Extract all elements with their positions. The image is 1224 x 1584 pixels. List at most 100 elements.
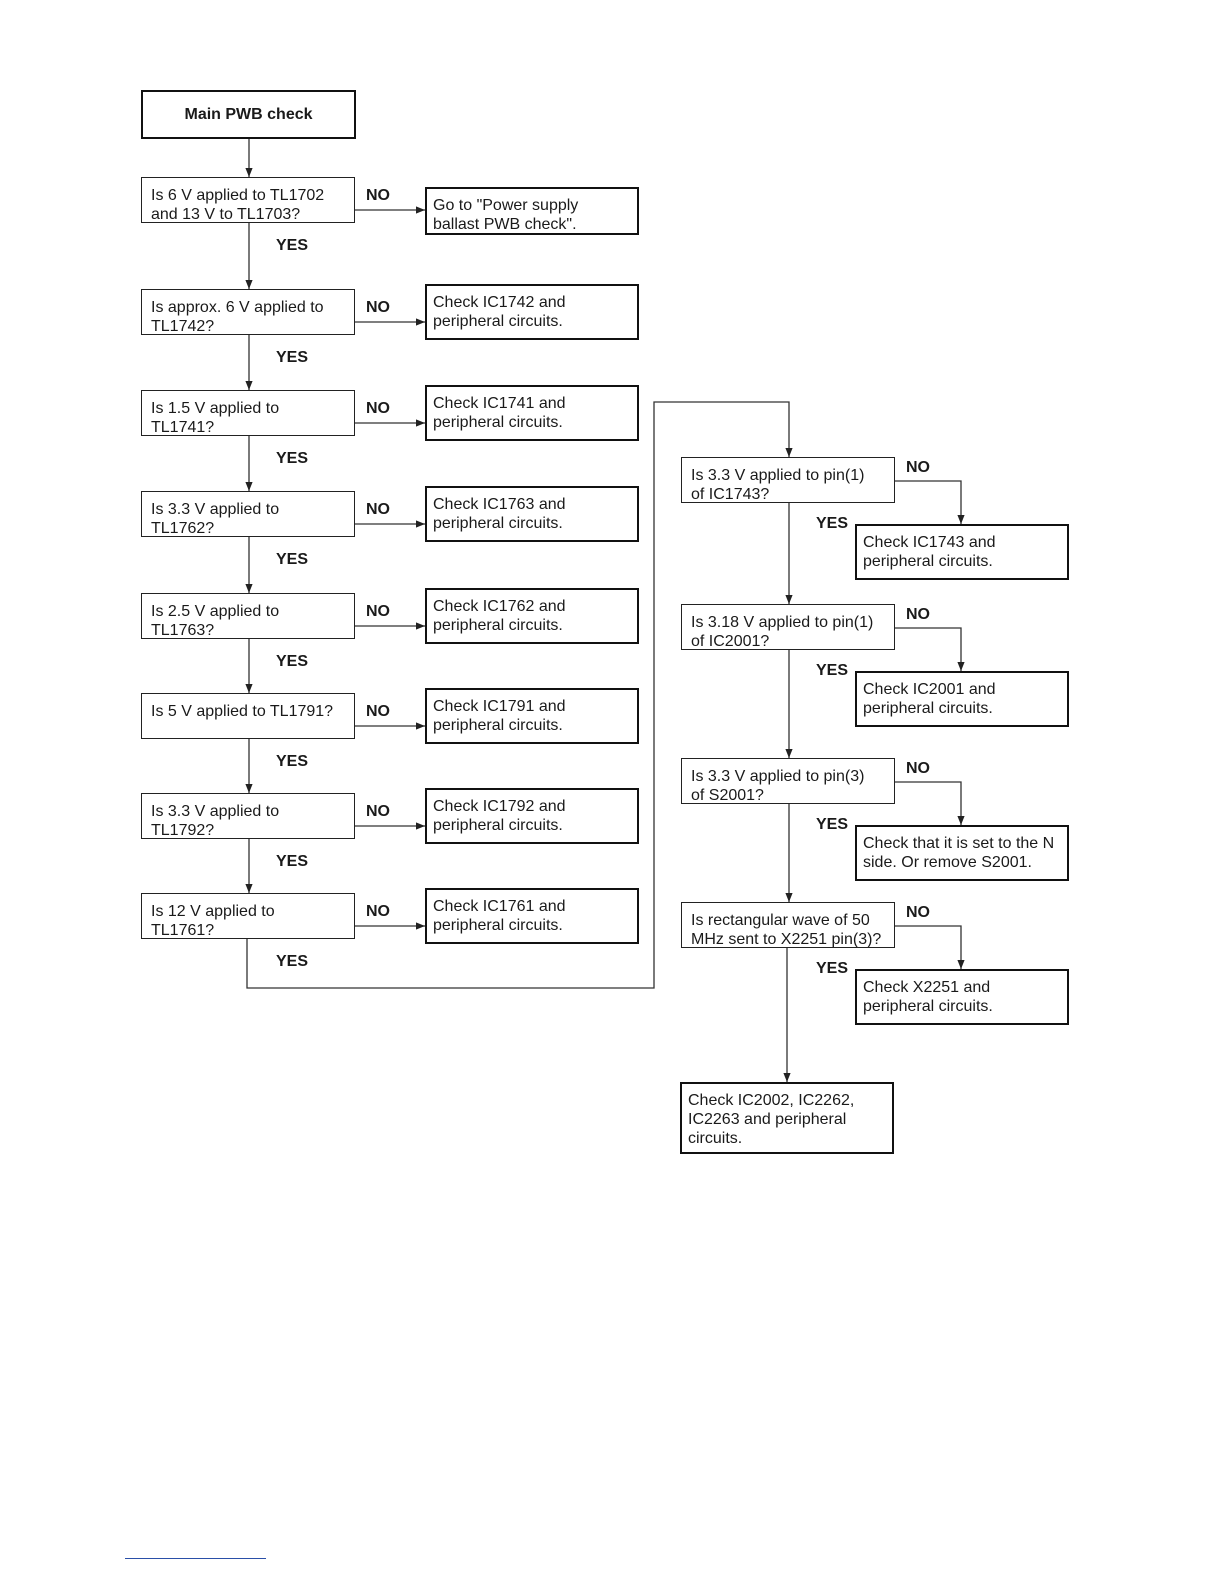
yes-label-left-6: YES	[276, 753, 309, 770]
right-question-4-line: Is rectangular wave of 50	[691, 912, 870, 929]
right-action-4: Check X2251 and peripheral circuits.	[855, 969, 1069, 1025]
no-arrow-right-3	[895, 781, 965, 825]
left-action-7: Check IC1792 and peripheral circuits.	[425, 788, 639, 844]
yes-label-right-2: YES	[816, 662, 849, 679]
no-label-left-5: NO	[366, 603, 390, 620]
no-label-left-6: NO	[366, 703, 390, 720]
left-question-5: Is 2.5 V applied to TL1763?	[141, 593, 355, 639]
left-question-7-line: TL1792?	[151, 822, 215, 839]
right-action-4-line: peripheral circuits.	[863, 998, 993, 1015]
yes-label-left-3: YES	[276, 450, 309, 467]
left-question-3-line: Is 1.5 V applied to	[151, 400, 280, 417]
final-action-line: circuits.	[688, 1130, 743, 1147]
yes-label-left-5: YES	[276, 653, 309, 670]
left-action-7-line: Check IC1792 and	[433, 798, 566, 815]
yes-label-left-8: YES	[276, 953, 309, 970]
left-question-8: Is 12 V applied to TL1761?	[141, 893, 355, 939]
yes-label-left-4: YES	[276, 551, 309, 568]
left-question-2-line: TL1742?	[151, 318, 215, 335]
connector-left-to-right	[246, 401, 793, 989]
no-label-right-4: NO	[906, 904, 930, 921]
left-action-6-line: Check IC1791 and	[433, 698, 566, 715]
right-question-4: Is rectangular wave of 50 MHz sent to X22…	[681, 902, 895, 948]
left-question-1: Is 6 V applied to TL1702 and 13 V to TL17…	[141, 177, 355, 223]
left-question-7-line: Is 3.3 V applied to	[151, 803, 280, 820]
yes-label-left-2: YES	[276, 349, 309, 366]
left-question-5-line: Is 2.5 V applied to	[151, 603, 280, 620]
no-label-left-8: NO	[366, 903, 390, 920]
left-action-2: Check IC1742 and peripheral circuits.	[425, 284, 639, 340]
right-question-3-line: Is 3.3 V applied to pin(3)	[691, 768, 865, 785]
left-question-3: Is 1.5 V applied to TL1741?	[141, 390, 355, 436]
right-question-2-line: of IC2001?	[691, 633, 770, 650]
right-question-3-line: of S2001?	[691, 787, 764, 804]
left-action-7-line: peripheral circuits.	[433, 817, 563, 834]
left-action-2-line: peripheral circuits.	[433, 313, 563, 330]
left-action-4-line: Check IC1763 and	[433, 496, 566, 513]
final-action-line: IC2263 and peripheral	[688, 1111, 847, 1128]
no-label-left-4: NO	[366, 501, 390, 518]
left-action-2-line: Check IC1742 and	[433, 294, 566, 311]
left-question-5-line: TL1763?	[151, 622, 215, 639]
final-action-line: Check IC2002, IC2262,	[688, 1092, 855, 1109]
no-arrow-right-4	[895, 925, 965, 969]
no-arrow-right-1	[895, 480, 965, 524]
no-label-left-3: NO	[366, 400, 390, 417]
right-action-4-line: Check X2251 and	[863, 979, 991, 996]
right-question-3: Is 3.3 V applied to pin(3) of S2001?	[681, 758, 895, 804]
no-label-left-7: NO	[366, 803, 390, 820]
right-action-2-line: peripheral circuits.	[863, 700, 993, 717]
yes-label-left-1: YES	[276, 237, 309, 254]
left-action-5-line: Check IC1762 and	[433, 598, 566, 615]
left-question-4: Is 3.3 V applied to TL1762?	[141, 491, 355, 537]
left-action-4-line: peripheral circuits.	[433, 515, 563, 532]
right-question-1-line: Is 3.3 V applied to pin(1)	[691, 467, 865, 484]
no-label-left-1: NO	[366, 187, 390, 204]
left-action-1: Go to "Power supply ballast PWB check".	[425, 187, 639, 235]
yes-label-left-7: YES	[276, 853, 309, 870]
left-question-2: Is approx. 6 V applied to TL1742?	[141, 289, 355, 335]
left-question-8-line: TL1761?	[151, 922, 215, 939]
left-action-3: Check IC1741 and peripheral circuits.	[425, 385, 639, 441]
start-box: Main PWB check	[141, 90, 356, 139]
yes-label-right-4: YES	[816, 960, 849, 977]
left-action-6-line: peripheral circuits.	[433, 717, 563, 734]
right-question-1-line: of IC1743?	[691, 486, 770, 503]
left-action-8: Check IC1761 and peripheral circuits.	[425, 888, 639, 944]
left-action-3-line: peripheral circuits.	[433, 414, 563, 431]
footer-rule	[125, 1558, 266, 1559]
no-label-right-3: NO	[906, 760, 930, 777]
final-action: Check IC2002, IC2262, IC2263 and peripher…	[680, 1082, 894, 1154]
no-label-right-2: NO	[906, 606, 930, 623]
right-action-3-line: Check that it is set to the N	[863, 835, 1055, 852]
left-action-5-line: peripheral circuits.	[433, 617, 563, 634]
left-action-5: Check IC1762 and peripheral circuits.	[425, 588, 639, 644]
left-action-8-line: Check IC1761 and	[433, 898, 566, 915]
yes-label-right-1: YES	[816, 515, 849, 532]
right-question-1: Is 3.3 V applied to pin(1) of IC1743?	[681, 457, 895, 503]
left-action-8-line: peripheral circuits.	[433, 917, 563, 934]
left-action-3-line: Check IC1741 and	[433, 395, 566, 412]
yes-label-right-3: YES	[816, 816, 849, 833]
right-question-4-line: MHz sent to X2251 pin(3)?	[691, 931, 882, 948]
no-arrow-right-2	[895, 627, 965, 671]
left-question-4-line: TL1762?	[151, 520, 215, 537]
left-action-1-line: Go to "Power supply	[433, 197, 579, 214]
right-question-2: Is 3.18 V applied to pin(1)of IC2001?	[681, 604, 895, 650]
left-question-8-line: Is 12 V applied to	[151, 903, 275, 920]
right-action-1-line: peripheral circuits.	[863, 553, 993, 570]
left-action-4: Check IC1763 and peripheral circuits.	[425, 486, 639, 542]
left-question-6-line: Is 5 V applied to TL1791?	[151, 703, 334, 720]
left-question-2-line: Is approx. 6 V applied to	[151, 299, 324, 316]
left-question-3-line: TL1741?	[151, 419, 215, 436]
left-action-1-line: ballast PWB check".	[433, 216, 577, 233]
left-question-7: Is 3.3 V applied to TL1792?	[141, 793, 355, 839]
left-question-1-line: Is 6 V applied to TL1702	[151, 187, 325, 204]
left-question-6: Is 5 V applied to TL1791?	[141, 693, 355, 739]
left-question-1-line: and 13 V to TL1703?	[151, 206, 301, 223]
no-label-right-1: NO	[906, 459, 930, 476]
left-question-4-line: Is 3.3 V applied to	[151, 501, 280, 518]
